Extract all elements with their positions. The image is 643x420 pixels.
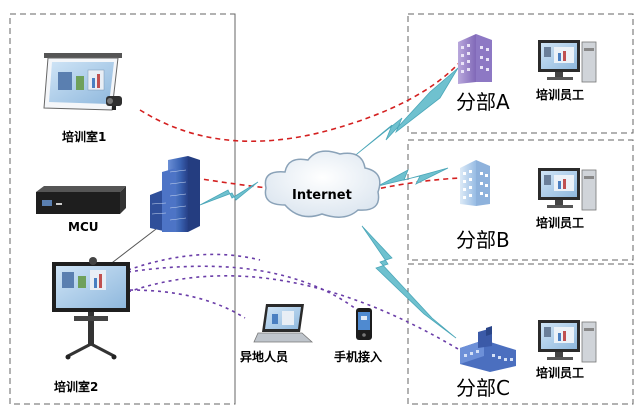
purple-link-room2-remote (129, 289, 246, 319)
trainee-c-label: 培训员工 (536, 366, 585, 380)
branch-b-region (407, 139, 634, 261)
branch-a-building-icon (458, 34, 492, 84)
mobile-phone-icon (356, 308, 372, 340)
branch-a-region (407, 13, 634, 134)
video-camera-icon (106, 96, 122, 110)
branch-c-region (407, 263, 634, 405)
projector-screen-icon (43, 53, 122, 111)
red-link-room1-branch-a (139, 61, 461, 142)
purple-link-room2-branch-c (127, 275, 469, 356)
trainee-a-label: 培训员工 (536, 88, 585, 102)
desktop-pc-icon-a (538, 40, 597, 83)
desktop-pc-icon-b (538, 168, 597, 211)
internet-cloud-icon (264, 150, 381, 218)
lightning-hq-internet (199, 181, 259, 206)
internet-label: Internet (292, 188, 352, 203)
lightning-links (199, 67, 459, 339)
remote-staff-label: 异地人员 (240, 350, 289, 364)
branch-c-label: 分部C (456, 376, 510, 400)
hq-building-icon (150, 156, 200, 232)
laptop-icon (253, 304, 314, 343)
branch-b-building-icon (460, 160, 490, 206)
mcu-device-icon (36, 186, 126, 214)
mcu-label: MCU (68, 220, 99, 234)
purple-links (127, 253, 469, 356)
room1-label: 培训室1 (62, 130, 107, 144)
trainee-b-label: 培训员工 (536, 216, 585, 230)
branch-a-label: 分部A (456, 90, 510, 114)
purple-link-room2-laptop (127, 253, 261, 271)
lightning-internet-branch-a (351, 67, 459, 159)
branch-b-label: 分部B (456, 228, 510, 252)
interactive-board-icon (52, 257, 130, 360)
region-borders (9, 13, 634, 405)
lightning-internet-branch-b (377, 167, 449, 187)
room2-label: 培训室2 (54, 380, 99, 394)
mobile-access-label: 手机接入 (334, 350, 383, 364)
lightning-internet-branch-c (361, 225, 457, 339)
purple-link-room2-phone (127, 265, 361, 313)
branch-c-building-icon (460, 326, 516, 372)
desktop-pc-icon-c (538, 320, 597, 363)
